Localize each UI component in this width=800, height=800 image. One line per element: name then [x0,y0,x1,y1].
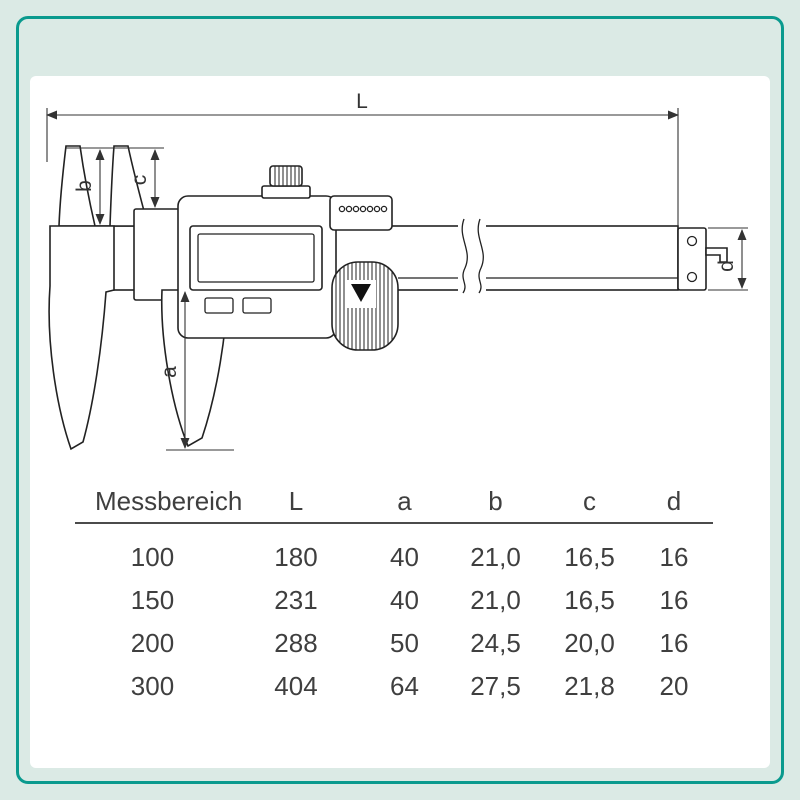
col-header-c: c [583,486,596,516]
header-rule [75,522,713,524]
table-cell: 404 [274,671,318,701]
dim-label-a: a [158,366,181,378]
table-cell: 16 [659,542,689,572]
table-cell: 20 [659,671,689,701]
table-row: 300 404 64 27,5 21,8 20 [75,665,713,708]
table-cell: 16 [659,585,689,615]
dim-label-d: d [715,260,738,272]
dimension-d: d [708,227,748,291]
table-cell: 21,8 [564,671,615,701]
table-cell: 40 [390,585,419,615]
table-cell: 24,5 [470,628,521,658]
table-header-row: Messbereich L a b c d [75,481,713,522]
table-cell: 21,0 [470,585,521,615]
table-cell: 50 [390,628,419,658]
depth-rod [705,247,728,263]
col-header-b: b [488,486,503,516]
col-header-L: L [288,486,304,516]
table-cell: 288 [274,628,318,658]
table-cell: 20,0 [564,628,615,658]
table-cell: 180 [274,542,318,572]
table-cell: 16,5 [564,585,615,615]
table-cell: 200 [130,628,175,658]
col-header-messbereich: Messbereich [95,486,243,516]
table-row: 200 288 50 24,5 20,0 16 [75,622,713,665]
fixed-lower-jaw [48,225,115,451]
dim-label-L: L [356,90,368,113]
table-cell: 300 [130,671,175,701]
dim-label-b: b [73,180,96,192]
dimension-table: Messbereich L a b c d 100 180 40 21,0 16… [75,481,713,708]
table-cell: 150 [130,585,175,615]
table-cell: 21,0 [470,542,521,572]
caliper-diagram: L b c a [46,90,748,451]
slider-nose [133,208,181,301]
dim-label-c: c [128,175,151,186]
table-cell: 40 [390,542,419,572]
table-cell: 16 [659,628,689,658]
grip-triangle-marker [351,284,371,302]
knurl-dots [338,205,388,213]
content-panel: L b c a [30,76,770,768]
lock-screw [261,165,311,199]
dimension-c: c [128,149,160,208]
table-cell: 16,5 [564,542,615,572]
table-row: 100 180 40 21,0 16,5 16 [75,536,713,579]
thumb-grip [331,261,399,351]
dimension-b: b [66,147,164,225]
beam-break-symbol [458,218,486,294]
teal-border-frame [16,16,784,784]
table-cell: 27,5 [470,671,521,701]
table-cell: 64 [390,671,419,701]
beam-end-cap [677,227,707,291]
lcd-screen [189,225,323,291]
col-header-d: d [666,486,682,516]
dimension-L: L [46,90,679,226]
col-header-a: a [397,486,412,516]
display-buttons [204,297,272,314]
table-row: 150 231 40 21,0 16,5 16 [75,579,713,622]
table-cell: 231 [274,585,318,615]
table-cell: 100 [130,542,175,572]
dimension-a: a [158,291,234,451]
